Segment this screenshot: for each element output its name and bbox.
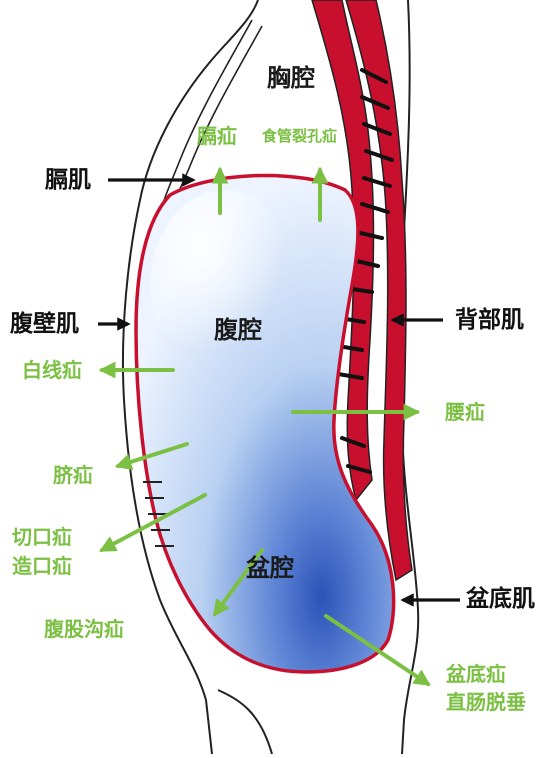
rectal-prolapse-label: 直肠脱垂	[446, 690, 526, 714]
pelvic-floor-hernia-label: 盆底疝	[446, 662, 506, 686]
pelvic-floor-muscle-label: 盆底肌	[466, 586, 535, 612]
rib-tick	[346, 464, 372, 474]
rib-tick	[354, 230, 384, 240]
pelvic-cavity-label: 盆腔	[246, 554, 294, 582]
hiatal-hernia-label: 食管裂孔疝	[262, 127, 338, 145]
rib-tick	[340, 436, 366, 448]
abdominal-cavity-label: 腹腔	[214, 316, 262, 344]
umbilical-hernia-label: 脐疝	[53, 463, 93, 487]
umbilical-hernia-arrow	[114, 442, 189, 470]
rib-tick	[360, 68, 388, 84]
wall-gaps	[143, 481, 174, 547]
incisional-hernia-arrow	[99, 493, 207, 552]
incisional-hernia-label: 切口疝	[12, 525, 72, 549]
linea-alba-hernia-label: 白线疝	[22, 358, 82, 382]
abdominopelvic-cavity	[134, 173, 396, 674]
rib-tick	[336, 372, 364, 380]
abdominal-wall-muscle-label: 腹壁肌	[10, 311, 79, 337]
muscle-arrows	[98, 173, 460, 607]
thoracic-cavity-label: 胸腔	[267, 64, 315, 92]
stoma-hernia-label: 造口疝	[12, 554, 72, 578]
inguinal-hernia-label: 腹股沟疝	[44, 617, 124, 641]
lumbar-hernia-label: 腰疝	[445, 400, 485, 424]
pelvic-floor-hernia-arrow	[324, 614, 431, 686]
back-muscle-label: 背部肌	[455, 307, 524, 333]
rib-tick	[364, 149, 394, 162]
rib-tick	[360, 202, 390, 214]
rib-tick	[360, 95, 390, 110]
diaphragmatic-hernia-label: 膈疝	[197, 124, 237, 148]
rib-tick	[362, 122, 392, 136]
hernia-arrows	[98, 166, 431, 686]
diaphragm-label: 膈肌	[45, 167, 91, 193]
thigh-outline	[217, 689, 273, 755]
rib-tick	[362, 176, 392, 188]
inguinal-hernia-arrow	[213, 548, 264, 617]
